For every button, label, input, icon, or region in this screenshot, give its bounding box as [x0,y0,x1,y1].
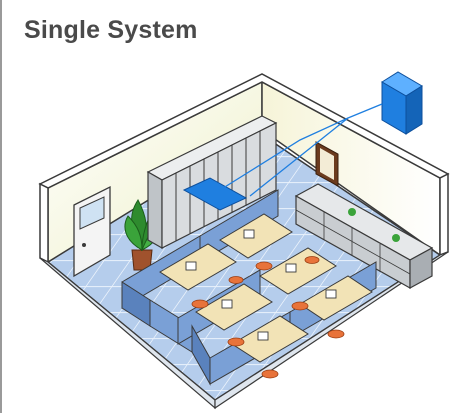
ceiling-antenna-icon [182,177,248,211]
page-title: Single System [24,16,198,44]
left-divider [0,0,2,413]
shelving-units [294,183,434,290]
picture-frame-icon [315,141,339,187]
network-links [219,103,383,197]
cubicle-cluster [121,189,377,386]
wall-server-icon [381,71,423,135]
door-icon [73,185,111,278]
